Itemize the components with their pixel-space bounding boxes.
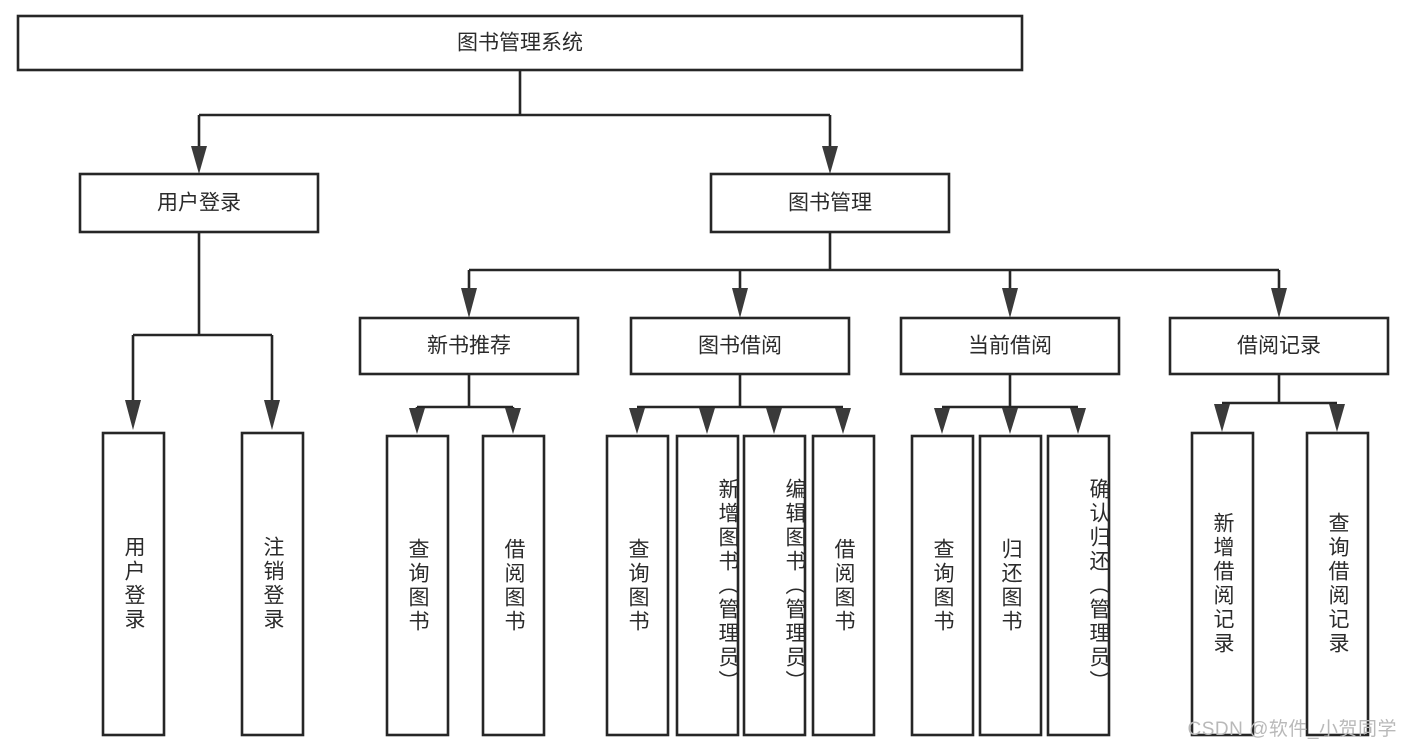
arrow-to-book-borrow xyxy=(732,288,748,318)
node-box-current-borrow[interactable] xyxy=(899,316,1121,376)
node-box-leaf-user-logout[interactable] xyxy=(240,431,305,737)
node-box-leaf-confirm-return[interactable] xyxy=(1046,434,1111,737)
node-box-new-book-recommend[interactable] xyxy=(358,316,580,376)
node-label-current-borrow: 当前借阅 xyxy=(968,335,1052,358)
arrow-to-new-book-recommend xyxy=(461,288,477,318)
arrow-to-leaf-query-book-3 xyxy=(934,408,950,434)
arrow-to-leaf-user-login xyxy=(125,400,141,430)
arrow-to-leaf-query-record xyxy=(1329,404,1345,432)
edges-layer xyxy=(125,70,1345,434)
node-label-book-borrow: 图书借阅 xyxy=(698,335,782,358)
node-label-user-login: 用户登录 xyxy=(157,192,241,215)
node-label-root: 图书管理系统 xyxy=(457,32,583,55)
node-box-leaf-add-record[interactable] xyxy=(1190,431,1255,737)
node-box-leaf-return-book[interactable] xyxy=(978,434,1043,737)
arrow-to-leaf-borrow-book-2 xyxy=(835,408,851,434)
nodes-layer: 图书管理系统 用户登录 图书管理 新书推荐 图书借阅 当前借阅 借阅记录 xyxy=(16,14,1390,737)
node-box-leaf-query-record[interactable] xyxy=(1305,431,1370,737)
node-box-leaf-query-book-2[interactable] xyxy=(605,434,670,737)
node-box-leaf-borrow-book-2[interactable] xyxy=(811,434,876,737)
node-box-borrow-record[interactable] xyxy=(1168,316,1390,376)
node-box-leaf-add-book[interactable] xyxy=(675,434,740,737)
arrow-to-leaf-return-book xyxy=(1002,408,1018,434)
node-box-book-management[interactable] xyxy=(709,172,951,234)
node-box-leaf-query-book-3[interactable] xyxy=(910,434,975,737)
node-label-book-management: 图书管理 xyxy=(788,192,872,215)
arrow-to-borrow-record xyxy=(1271,288,1287,318)
node-box-leaf-query-book-1[interactable] xyxy=(385,434,450,737)
arrow-to-leaf-edit-book xyxy=(766,408,782,434)
arrow-to-user-login xyxy=(191,146,207,174)
node-box-leaf-edit-book[interactable] xyxy=(742,434,807,737)
arrow-to-book-management xyxy=(822,146,838,174)
arrow-to-leaf-user-logout xyxy=(264,400,280,430)
node-box-leaf-user-login[interactable] xyxy=(101,431,166,737)
node-box-leaf-borrow-book-1[interactable] xyxy=(481,434,546,737)
node-box-book-borrow[interactable] xyxy=(629,316,851,376)
arrow-to-leaf-add-book xyxy=(699,408,715,434)
arrow-to-leaf-borrow-book-1 xyxy=(505,408,521,434)
csdn-watermark: CSDN @软件_小贺同学 xyxy=(1187,719,1397,740)
node-box-user-login[interactable] xyxy=(78,172,320,234)
arrow-to-leaf-query-book-2 xyxy=(629,408,645,434)
arrow-to-leaf-query-book-1 xyxy=(409,408,425,434)
arrow-to-current-borrow xyxy=(1002,288,1018,318)
arrow-to-leaf-add-record xyxy=(1214,404,1230,432)
node-box-root[interactable] xyxy=(16,14,1024,72)
node-label-new-book-recommend: 新书推荐 xyxy=(427,335,511,358)
arrow-to-leaf-confirm-return xyxy=(1070,408,1086,434)
node-label-borrow-record: 借阅记录 xyxy=(1237,335,1321,358)
